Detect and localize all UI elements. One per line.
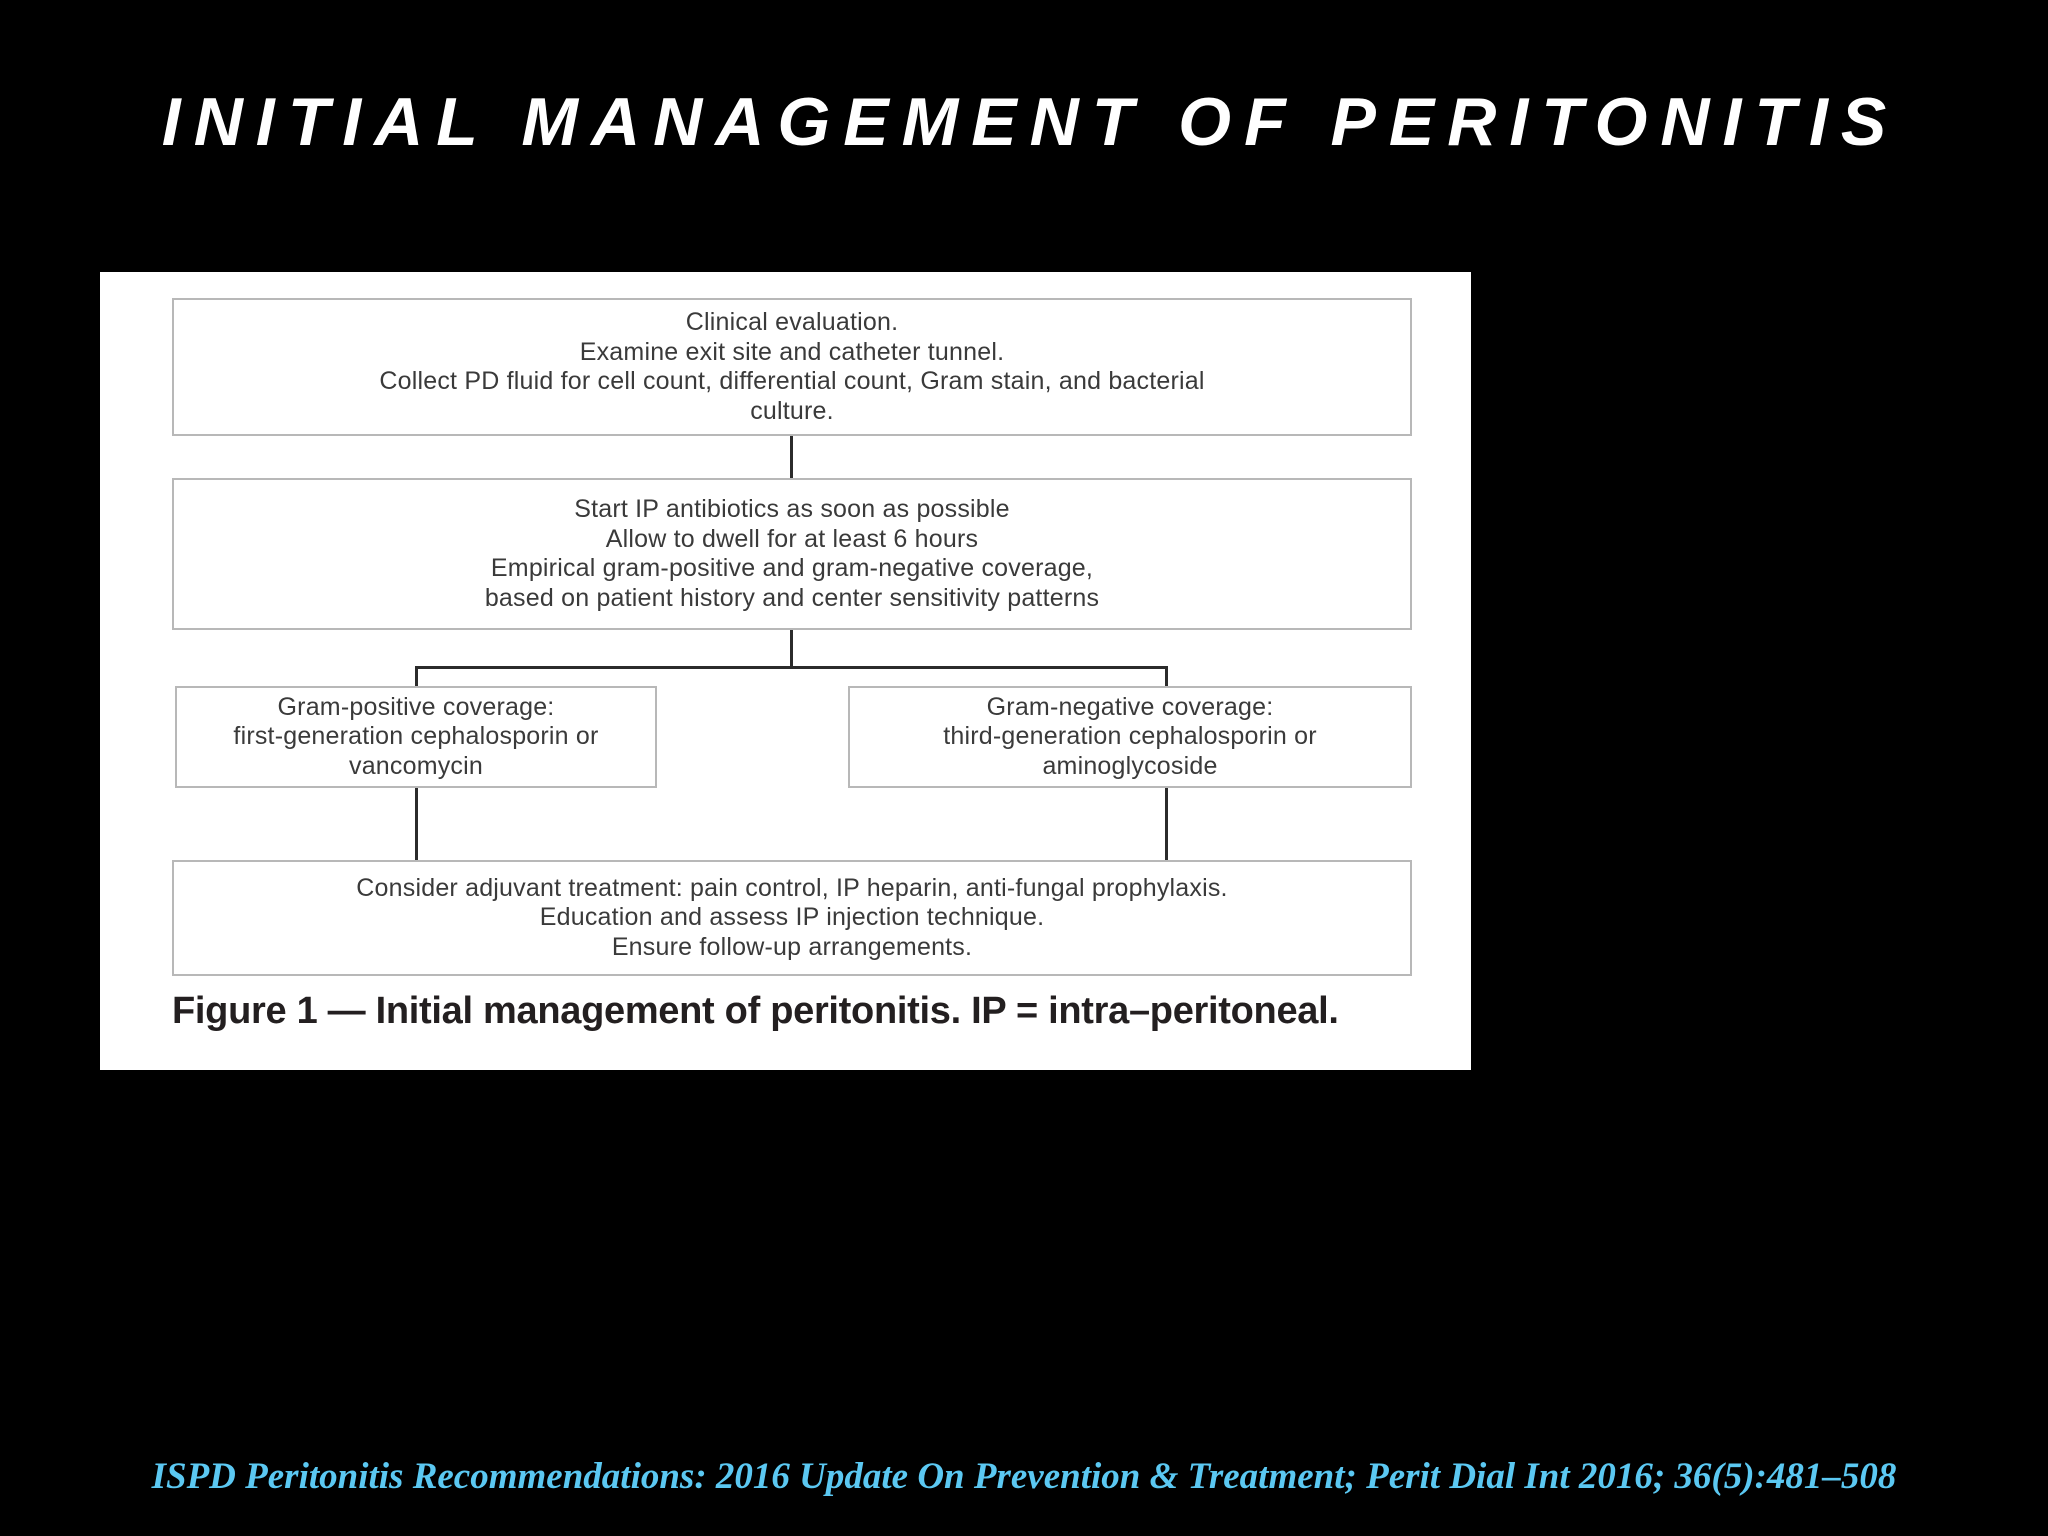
flowchart-box-gram-negative-coverage: Gram-negative coverage: third-generation… <box>848 686 1412 788</box>
connector-horizontal-split <box>415 666 1168 669</box>
flowchart-box-line: vancomycin <box>349 751 483 780</box>
figure-panel: Clinical evaluation. Examine exit site a… <box>100 272 1471 1070</box>
connector-gram-positive-to-adjuvant <box>415 788 418 860</box>
flowchart-box-clinical-evaluation: Clinical evaluation. Examine exit site a… <box>172 298 1412 436</box>
flowchart-box-line: culture. <box>750 396 834 425</box>
flowchart-box-line: Education and assess IP injection techni… <box>539 903 1045 932</box>
source-citation: ISPD Peritonitis Recommendations: 2016 U… <box>151 1456 1897 1497</box>
flowchart-box-line: Gram-negative coverage: <box>986 692 1274 721</box>
flowchart-box-line: third-generation cephalosporin or <box>943 722 1317 751</box>
flowchart-box-gram-positive-coverage: Gram-positive coverage: first-generation… <box>175 686 657 788</box>
connector-antibiotics-to-split <box>790 630 793 668</box>
flowchart-box-line: Ensure follow-up arrangements. <box>611 932 973 961</box>
flowchart-box-line: Collect PD fluid for cell count, differe… <box>379 367 1205 395</box>
flowchart-box-line: Empirical gram-positive and gram-negativ… <box>490 554 1094 582</box>
flowchart-box-line: first-generation cephalosporin or <box>233 722 599 751</box>
connector-split-to-gram-negative <box>1165 666 1168 686</box>
flowchart-box-start-antibiotics: Start IP antibiotics as soon as possible… <box>172 478 1412 630</box>
flowchart-box-line: Clinical evaluation. <box>685 308 899 336</box>
connector-clinical-to-antibiotics <box>790 436 793 478</box>
flowchart-box-line: Start IP antibiotics as soon as possible <box>574 495 1010 523</box>
flowchart-box-adjuvant-treatment: Consider adjuvant treatment: pain contro… <box>172 860 1412 976</box>
flowchart-diagram: Clinical evaluation. Examine exit site a… <box>100 272 1471 1070</box>
flowchart-box-line: Allow to dwell for at least 6 hours <box>605 524 979 553</box>
connector-gram-negative-to-adjuvant <box>1165 788 1168 860</box>
flowchart-box-line: based on patient history and center sens… <box>484 583 1100 612</box>
flowchart-box-line: aminoglycoside <box>1042 751 1218 780</box>
figure-caption: Figure 1 — Initial management of periton… <box>172 990 1339 1032</box>
page-title: INITIAL MANAGEMENT OF PERITONITIS <box>161 84 1900 160</box>
flowchart-box-line: Examine exit site and catheter tunnel. <box>579 337 1005 366</box>
connector-split-to-gram-positive <box>415 666 418 686</box>
flowchart-box-line: Gram-positive coverage: <box>277 692 555 721</box>
flowchart-box-line: Consider adjuvant treatment: pain contro… <box>356 873 1228 902</box>
